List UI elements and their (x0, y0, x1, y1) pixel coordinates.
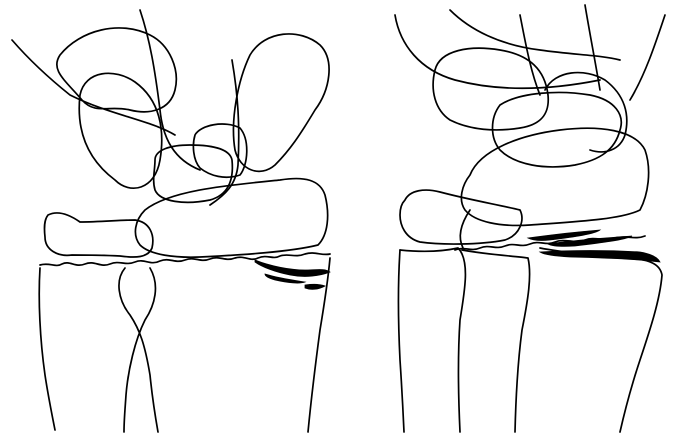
right-tendon-line-2 (450, 10, 620, 60)
left-carpal-bone-upright (233, 34, 329, 171)
left-carpal-bone-wide (135, 179, 327, 258)
left-tendon-line-3 (210, 60, 239, 205)
right-panel (395, 5, 665, 432)
right-tendon-line-1 (395, 15, 600, 88)
right-tendon-line-5 (630, 15, 665, 100)
left-calcification-3 (305, 284, 325, 289)
left-carpal-bone-small (154, 145, 233, 202)
right-radius-cortex (540, 248, 662, 432)
right-ulna-head (400, 248, 465, 432)
right-ulna-outline (399, 250, 405, 432)
right-radius-outline (462, 250, 530, 432)
left-ulna-outline-2 (124, 268, 155, 432)
left-carpal-bone-elongated (44, 213, 152, 257)
right-carpal-bone-upper (433, 48, 548, 130)
right-inner-contour (460, 210, 470, 248)
left-panel (12, 10, 330, 432)
right-carpal-bone-scaphoid (545, 73, 627, 152)
right-calcification-3 (540, 251, 660, 263)
left-carpal-bone-mid (79, 73, 162, 188)
left-radius-outline (39, 268, 55, 430)
right-tendon-line-3 (520, 15, 540, 95)
